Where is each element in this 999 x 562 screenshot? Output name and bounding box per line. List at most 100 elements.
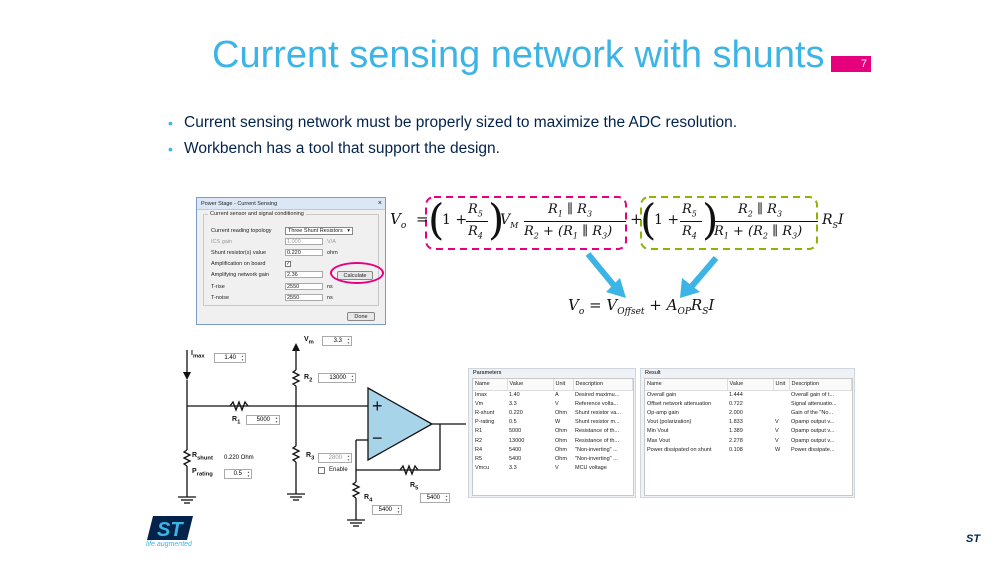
table-cell: Ohm [555,437,567,444]
table-cell: Max Vout [647,437,670,444]
column-header[interactable]: Name [473,379,508,391]
column-header[interactable]: Description [789,379,852,391]
prating-spinner[interactable]: 0.5 [224,469,252,479]
ics-gain-input[interactable]: 1.000 [285,238,323,245]
r1-spinner[interactable]: 5000 [246,415,280,425]
simplified-formula: Vo = VOffset + AOPRSI [568,296,715,317]
table-cell: 1.389 [729,428,743,435]
parameters-title: Parameters [473,370,502,376]
table-cell: P-rating [475,419,495,426]
r3-label: R3 [306,452,315,462]
r1-label: R1 [232,416,241,426]
rshunt-value: 0.220 Ohm [224,455,254,461]
prating-label: Prating [192,468,213,478]
table-cell: Signal attenuatio... [791,400,837,407]
gain-label: Amplifying network gain [211,272,270,278]
table-cell: Overall gain of t... [791,391,835,398]
gain-input[interactable]: 2.36 [285,271,323,278]
topology-select[interactable]: Three Shunt Resistors▾ [285,227,353,235]
table-cell: Vout (polarization) [647,419,692,426]
r2-label: R2 [304,374,313,384]
table-cell: V [555,400,559,407]
st-small-logo-icon: ST [966,533,981,545]
opamp-minus: − [372,428,383,448]
table-cell: Desired maximu... [575,391,620,398]
r3-enable-checkbox[interactable] [318,467,325,474]
st-logo-text: ST [157,519,184,541]
close-icon[interactable]: × [377,200,382,207]
dialog-title-bar: Power Stage - Current Sensing × [197,198,385,210]
table-cell: A [555,391,559,398]
r5-spinner[interactable]: 5400 [420,493,450,503]
slide-title: Current sensing network with shunts [212,34,825,76]
tnoise-input[interactable]: 2550 [285,294,323,301]
table-cell: 13000 [509,437,525,444]
r5-label: R5 [410,482,419,492]
table-cell: Power dissipate... [791,446,835,453]
r2-spinner[interactable]: 13000 [318,373,356,383]
table-cell: Shunt resistor va... [575,409,621,416]
table-cell: 5400 [509,446,522,453]
bullet-icon: • [168,141,173,157]
bullet-item: •Workbench has a tool that support the d… [168,140,500,157]
table-cell: R4 [475,446,483,453]
column-header[interactable]: Value [727,379,774,391]
vm-label: Vm [304,336,314,346]
imax-label: Imax [191,350,205,360]
r3-spinner[interactable]: 2800 [318,453,352,463]
column-header[interactable]: Unit [553,379,574,391]
column-header[interactable]: Value [507,379,554,391]
table-cell: Opamp output v... [791,428,835,435]
bullet-list: •Current sensing network must be properl… [168,110,737,162]
amplification-checkbox[interactable]: ✓ [285,261,291,267]
table-cell: V [775,437,779,444]
table-cell: 5400 [509,455,522,462]
imax-spinner[interactable]: 1.40 [214,353,246,363]
vm-spinner[interactable]: 3.3 [322,336,352,346]
table-cell: Ohm [555,428,567,435]
table-cell: 0.5 [509,419,517,426]
shunt-value-input[interactable]: 0.220 [285,249,323,256]
tagline: life.augmented [146,541,192,548]
r4-spinner[interactable]: 5400 [372,505,402,515]
table-cell: R2 [475,437,483,444]
main-formula: Vo = ( 1 + R5 R4 ) VM R1 ∥ R3 R2 + (R1 ∥… [390,195,844,244]
table-cell: 0.108 [729,446,743,453]
column-header[interactable]: Description [573,379,633,391]
trise-input[interactable]: 2550 [285,283,323,290]
table-cell: Shunt resistor m... [575,419,620,426]
arrow-left-head [606,278,626,298]
bullet-item: •Current sensing network must be properl… [168,114,738,131]
sensor-group: Current sensor and signal conditioning [203,211,379,306]
table-cell: Ohm [555,446,567,453]
column-header[interactable]: Unit [773,379,790,391]
calculate-highlight-ellipse [330,262,384,284]
table-cell: "Non-inverting" ... [575,455,618,462]
chevron-down-icon: ▾ [347,228,350,234]
done-button[interactable]: Done [347,312,375,321]
column-header[interactable]: Name [645,379,728,391]
table-cell: Imax [475,391,487,398]
